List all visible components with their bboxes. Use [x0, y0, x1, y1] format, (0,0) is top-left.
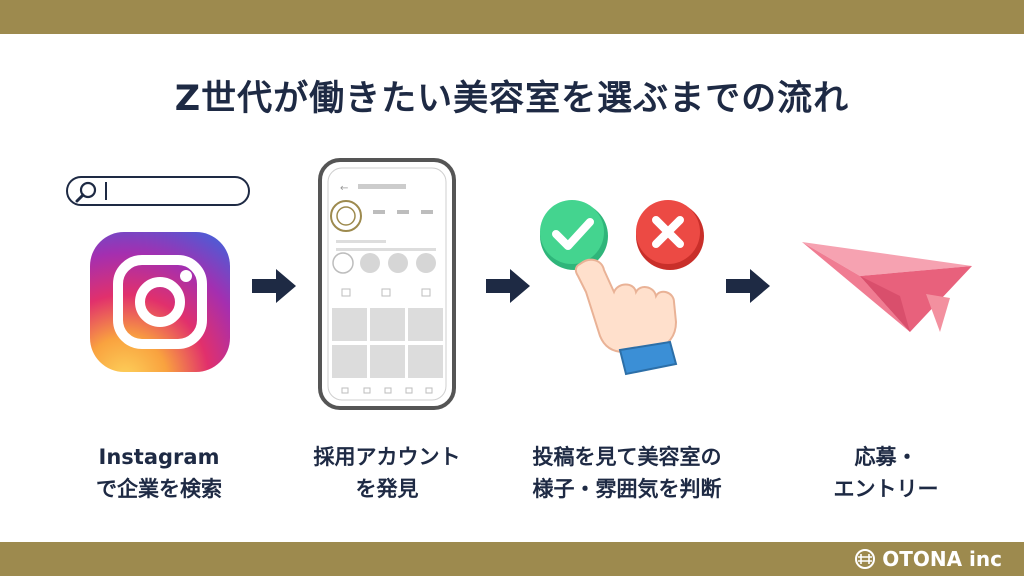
page-title: Z世代が働きたい美容室を選ぶまでの流れ — [174, 79, 850, 119]
step-label-line: で企業を検索 — [96, 477, 222, 501]
search-icon — [75, 181, 107, 203]
arrow-right-icon — [252, 269, 296, 303]
brand-mark-icon — [855, 549, 876, 569]
top-band — [0, 0, 1024, 34]
step-label-judge: 投稿を見て美容室の 様子・雰囲気を判断 — [520, 441, 734, 505]
step-label-discover: 採用アカウント を発見 — [296, 441, 478, 505]
step-label-line: 応募・ — [854, 445, 918, 469]
step-label-line: を発見 — [355, 477, 419, 501]
smartphone-profile-icon: ← — [318, 158, 456, 410]
brand-logo: OTONA inc — [854, 544, 1002, 574]
step-label-line: Instagram — [98, 445, 220, 469]
step-label-line: エントリー — [833, 477, 939, 501]
step-label-line: 採用アカウント — [313, 445, 461, 469]
step-label-line: 様子・雰囲気を判断 — [532, 477, 722, 501]
search-bar[interactable] — [66, 176, 250, 206]
arrow-right-icon — [486, 269, 530, 303]
paper-plane-icon — [802, 242, 972, 332]
step-label-search: Instagram で企業を検索 — [72, 441, 246, 505]
arrow-right-icon — [726, 269, 770, 303]
bottom-band — [0, 542, 1024, 576]
instagram-icon — [90, 232, 230, 372]
svg-text:←: ← — [340, 183, 348, 194]
check-cross-hand-icon — [540, 200, 704, 376]
brand-name: OTONA inc — [882, 547, 1002, 571]
step-label-line: 投稿を見て美容室の — [532, 445, 722, 469]
step-label-apply: 応募・ エントリー — [820, 441, 952, 505]
